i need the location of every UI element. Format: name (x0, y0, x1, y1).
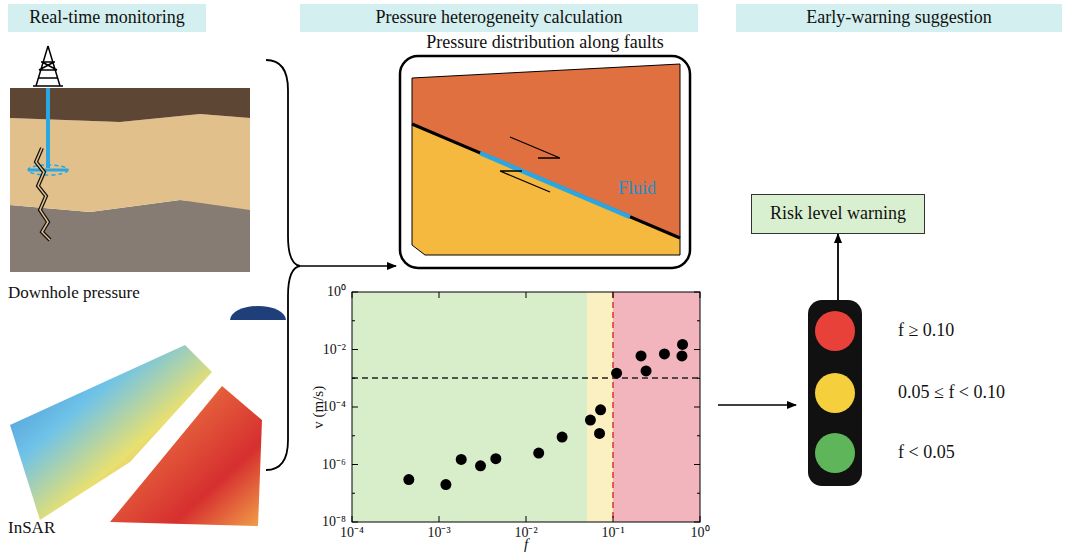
scatter-chart (352, 292, 700, 522)
risk-threshold: f ≥ 0.10 (898, 321, 954, 341)
tick (697, 435, 700, 436)
data-point (676, 350, 687, 361)
tick (694, 292, 700, 293)
data-point (659, 348, 670, 359)
data-point (440, 479, 451, 490)
data-point (490, 453, 501, 464)
tick (613, 516, 614, 522)
tick (694, 522, 700, 523)
axis-title: f (524, 536, 528, 553)
data-point (677, 339, 688, 350)
traffic-light-group: f ≥ 0.10 0.05 ≤ f < 0.10 f < 0.05 (808, 300, 1058, 486)
image-caption: InSAR (8, 519, 55, 538)
tick (700, 516, 701, 522)
fault-sketch (400, 56, 690, 268)
header-text: Early-warning suggestion (736, 8, 1062, 28)
insar-image (10, 306, 286, 526)
warning-box: Risk level warning (751, 194, 925, 234)
tick (694, 407, 700, 408)
bracket (266, 60, 300, 470)
tick (352, 522, 358, 523)
data-point (475, 460, 486, 471)
tick (352, 349, 358, 350)
tick (697, 493, 700, 494)
axis-tick-label: 10⁻⁴ (340, 525, 364, 540)
traffic-light (808, 300, 862, 486)
connector-arrow (837, 234, 839, 300)
header-text: Pressure heterogeneity calculation (300, 8, 698, 28)
drilling-rig (33, 46, 63, 86)
data-point (636, 350, 647, 361)
header-band: Pressure heterogeneity calculation (300, 4, 698, 32)
risk-threshold: f < 0.05 (898, 443, 955, 463)
tick (352, 516, 353, 522)
axis-title: v (m/s) (310, 386, 327, 429)
tick (352, 435, 355, 436)
axis-tick-label: 10⁻¹ (601, 525, 624, 540)
data-point (456, 454, 467, 465)
box-text: Risk level warning (752, 204, 924, 224)
axis-tick-label: 10⁻² (323, 342, 346, 357)
tick (694, 464, 700, 465)
arrow (718, 404, 796, 406)
data-point (557, 432, 568, 443)
data-point (595, 404, 606, 415)
tick (352, 493, 355, 494)
risk-threshold: 0.05 ≤ f < 0.10 (898, 383, 1005, 403)
tick (352, 378, 355, 379)
tick (352, 292, 353, 298)
tick (694, 349, 700, 350)
data-point (585, 415, 596, 426)
ground-section (10, 88, 250, 272)
tick (526, 516, 527, 522)
tick (526, 292, 527, 298)
data-point (641, 365, 652, 376)
tick (352, 407, 358, 408)
data-point (611, 368, 622, 379)
fluid-label: Fluid (618, 179, 656, 199)
data-point (594, 428, 605, 439)
data-point (533, 448, 544, 459)
tick (352, 292, 358, 293)
axis-tick-label: 10⁰ (691, 525, 710, 540)
fault-panel: Pressure distribution along faultsFluid (400, 33, 690, 268)
tick (439, 516, 440, 522)
arrow (300, 265, 396, 267)
tick (439, 292, 440, 298)
tick (352, 320, 355, 321)
tick (697, 378, 700, 379)
axis-tick-label: 10⁻⁶ (322, 457, 346, 472)
tick (352, 464, 358, 465)
axis-tick-label: 10⁰ (327, 284, 346, 299)
tick (697, 320, 700, 321)
header-band: Real-time monitoring (8, 4, 206, 32)
panel-title: Pressure distribution along faults (400, 33, 690, 53)
tick (613, 292, 614, 298)
tick (700, 292, 701, 298)
header-text: Real-time monitoring (8, 8, 206, 28)
image-caption: Downhole pressure (8, 284, 140, 303)
data-point (403, 474, 414, 485)
axis-tick-label: 10⁻³ (427, 525, 450, 540)
header-band: Early-warning suggestion (736, 4, 1062, 32)
